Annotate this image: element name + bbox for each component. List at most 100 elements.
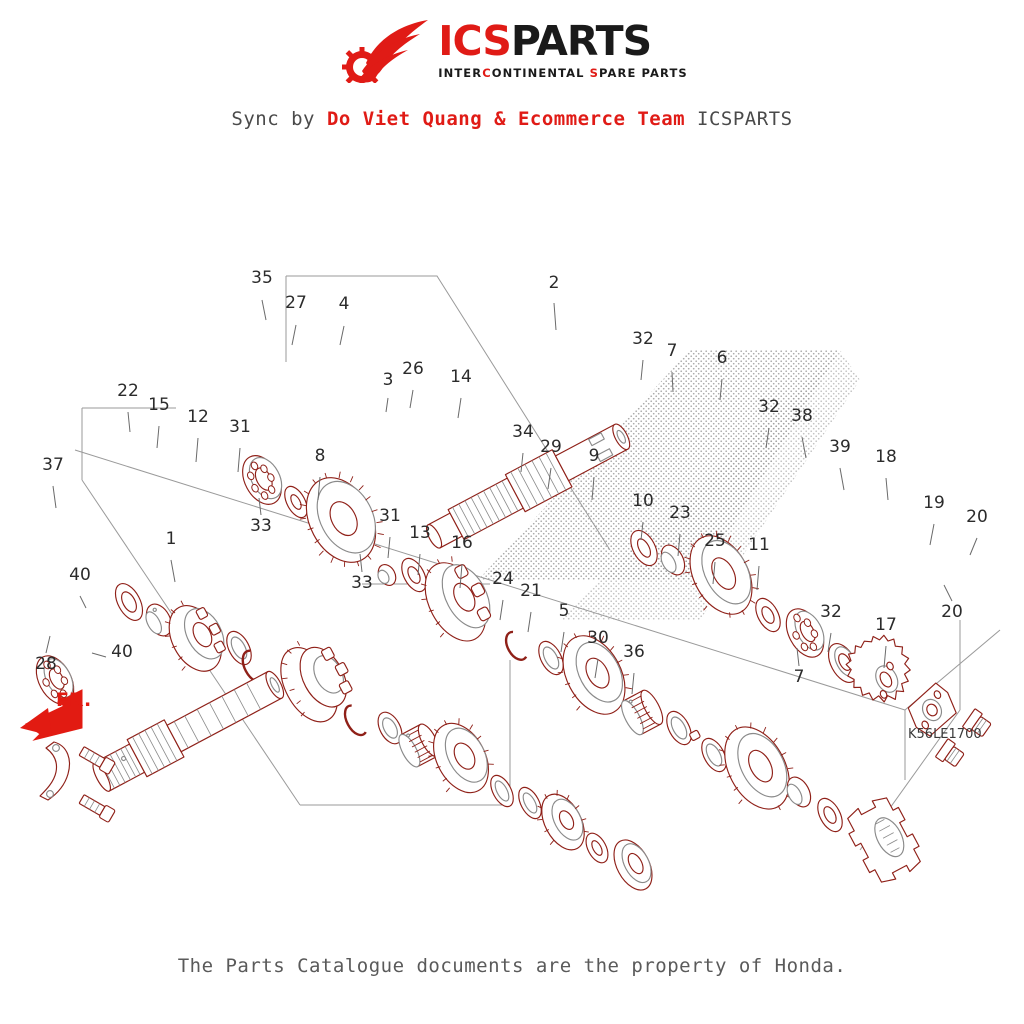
leader-line [547,467,552,490]
leader-line [594,658,599,679]
copyright-footer: The Parts Catalogue documents are the pr… [177,955,847,977]
leader-line [79,595,87,609]
part-label-38: 38 [791,406,813,459]
leader-line [527,611,532,633]
leader-line [885,477,889,501]
part-label-9: 9 [589,446,599,501]
tagline-seg-3: ONTINENTAL [491,65,590,80]
part-number: 36 [623,642,645,662]
part-7-collar-b [786,776,812,808]
diagram-code: K56LE1700 [908,727,982,742]
part-label-4: 4 [339,294,349,346]
page-header: ICSPARTS INTERCONTINENTAL SPARE PARTS Sy… [0,0,1024,150]
part-label-40: 40 [91,642,133,662]
leader-line [261,299,267,321]
leader-line [801,436,807,459]
part-40-bolt-b [78,794,116,823]
part-22-washer [114,583,144,621]
part-15-collar [145,603,173,637]
part-number: 10 [632,491,654,511]
leader-line [387,536,391,559]
part-label-33: 33 [351,553,373,593]
part-5-gear [536,789,589,851]
part-8-gear-cluster [280,640,353,723]
part-34-circlip [504,630,528,661]
wordmark-parts: PARTS [510,16,652,65]
leader-line [409,389,414,409]
tagline-seg-1: INTER [438,65,483,80]
part-23-spline-washer [666,710,701,746]
leader-line [839,467,845,491]
front-direction-label: FR. [56,689,91,711]
part-number: 20 [966,507,988,527]
leader-line [45,635,51,654]
part-4-gear [299,471,384,567]
part-number: 14 [450,367,472,387]
part-label-2: 2 [549,273,560,331]
part-31-spline-washer-a [226,630,252,666]
part-label-37: 37 [42,455,64,509]
part-36-bearing [613,839,653,891]
part-31-spline-washer-b [377,711,403,745]
part-30-washer [585,832,609,864]
tagline-seg-4: S [589,65,600,80]
part-label-19: 19 [923,493,945,546]
part-number: 22 [117,381,139,401]
part-35-bearing [242,455,283,505]
part-number: 28 [35,654,57,674]
part-label-17: 17 [875,615,897,669]
part-label-7: 7 [667,341,678,393]
part-label-25: 25 [704,531,726,585]
part-label-11: 11 [748,535,770,591]
part-number: 13 [409,523,431,543]
part-12-gear [164,600,226,672]
part-label-10: 10 [632,491,654,541]
part-label-21: 21 [520,581,542,633]
part-number: 16 [451,533,473,553]
part-33-circlip-b [343,704,367,737]
leader-line [553,302,557,331]
part-27-washer [284,485,308,519]
brand-wordmark-block: ICSPARTS INTERCONTINENTAL SPARE PARTS [438,20,688,80]
leader-line [640,521,644,541]
wordmark-ics: ICS [438,16,512,65]
part-25-spline-washer [701,737,727,773]
part-number: 40 [111,642,133,662]
part-number: 18 [875,447,897,467]
part-label-34: 34 [512,422,534,473]
part-number: 12 [187,407,209,427]
leader-line [52,485,57,509]
brand-tagline: INTERCONTINENTAL SPARE PARTS [438,65,688,80]
leader-line [943,584,953,602]
part-label-3: 3 [383,370,393,413]
icsparts-wing-gear-logo [342,20,429,83]
part-number: 32 [632,329,654,349]
part-29-spline-washer [538,640,564,676]
part-label-30: 30 [587,628,609,679]
leader-line [156,425,160,449]
part-number: 23 [669,503,691,523]
part-label-12: 12 [187,407,209,463]
part-number: 26 [402,359,424,379]
leader-line [827,632,832,653]
part-number: 7 [667,341,678,361]
tagline-seg-2: C [482,65,492,80]
part-26-washer [401,557,427,593]
part-10-needle-bearing [620,689,664,736]
sync-highlight: Do Viet Quang & Ecommerce Team [326,108,686,130]
leader-line [765,427,770,449]
part-number: 29 [540,437,562,457]
part-label-36: 36 [623,642,645,695]
part-number: 17 [875,615,897,635]
part-9-gear [557,630,633,715]
part-label-15: 15 [148,395,170,449]
part-label-39: 39 [829,437,851,491]
part-number: 2 [549,273,560,293]
part-6-gear [684,530,760,618]
part-18-drive-sprocket [845,634,911,703]
part-number: 6 [717,348,728,368]
part-label-31: 31 [229,417,251,473]
part-number: 21 [520,581,542,601]
leader-line [237,447,241,473]
